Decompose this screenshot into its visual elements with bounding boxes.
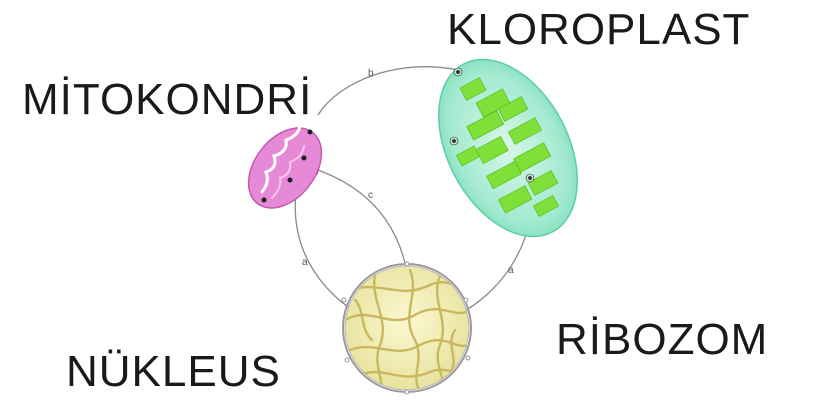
arc-letter-left: a <box>302 257 308 268</box>
ribosome-label: RİBOZOM <box>556 318 768 362</box>
arc-letter-middle: c <box>368 190 373 201</box>
arc-mitochondrion-to-chloroplast <box>318 67 458 115</box>
chloroplast-illustration <box>410 36 605 260</box>
chloroplast-label: KLOROPLAST <box>447 8 750 52</box>
arc-letter-top: b <box>368 68 374 79</box>
nucleus-label: NÜKLEUS <box>66 350 281 394</box>
arc-letter-right: a <box>508 265 514 276</box>
nucleus-illustration <box>342 262 471 394</box>
mitochondrion-label: MİTOKONDRİ <box>22 78 312 122</box>
mitochondrion-illustration <box>234 114 337 222</box>
